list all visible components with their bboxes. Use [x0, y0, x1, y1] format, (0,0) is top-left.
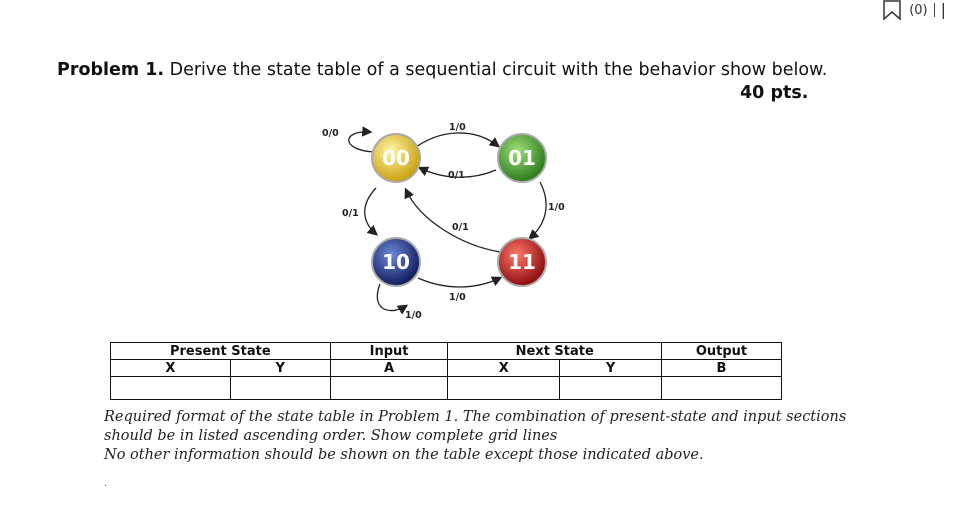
group-present-state: Present State [110, 342, 331, 360]
col-next-y: Y [559, 359, 662, 377]
stray-dot: . [104, 478, 108, 489]
transition-label-00-00: 0/0 [322, 128, 339, 139]
more-icon[interactable]: | [940, 0, 946, 19]
col-output-b: B [660, 359, 783, 377]
note-line: Required format of the state table in Pr… [104, 409, 847, 425]
toolbar-divider [933, 3, 935, 17]
col-next-x: X [447, 359, 561, 377]
svg-text:10: 10 [382, 250, 410, 274]
state-diagram: 0/0 1/0 0/1 1/0 0/1 0/1 1/0 1/0 00 01 10… [322, 122, 565, 321]
col-present-y: Y [229, 359, 331, 377]
transition-00-00 [348, 126, 375, 153]
problem-text: Derive the state table of a sequential c… [169, 60, 828, 80]
transition-00-01 [411, 132, 501, 151]
format-note: Required format of the state table in Pr… [104, 408, 846, 465]
transition-label-10-10: 1/0 [405, 310, 422, 321]
svg-text:00: 00 [382, 146, 410, 170]
problem-statement: Problem 1. Derive the state table of a s… [57, 60, 827, 80]
bookmark-icon[interactable] [881, 0, 903, 21]
table-cell [229, 376, 331, 400]
transition-label-00-01: 1/0 [449, 122, 466, 133]
state-table: Present State Input Next State Output X … [110, 342, 783, 400]
bookmark-count: (0) [909, 2, 928, 18]
transition-11-00 [404, 187, 501, 253]
problem-number: Problem 1. [57, 60, 165, 80]
state-11: 11 [497, 237, 547, 287]
transition-01-00 [417, 166, 497, 178]
table-row [110, 376, 783, 400]
state-00: 00 [371, 133, 421, 183]
note-line: No other information should be shown on … [104, 447, 704, 463]
table-group-header: Present State Input Next State Output [110, 342, 783, 360]
transition-label-10-11: 1/0 [449, 292, 466, 303]
transition-00-10 [364, 187, 378, 236]
svg-text:01: 01 [508, 146, 536, 170]
table-cell [660, 376, 783, 400]
col-present-x: X [110, 359, 231, 377]
transition-label-11-00: 0/1 [452, 222, 469, 233]
group-output: Output [660, 342, 783, 360]
table-column-header: X Y A X Y B [110, 359, 783, 377]
top-toolbar: (0) | [881, 0, 946, 21]
table-cell [559, 376, 662, 400]
transition-label-00-10: 0/1 [342, 208, 359, 219]
table-cell [447, 376, 561, 400]
svg-text:11: 11 [508, 250, 536, 274]
group-next-state: Next State [447, 342, 662, 360]
table-cell [110, 376, 231, 400]
state-01: 01 [497, 133, 547, 183]
state-10: 10 [371, 237, 421, 287]
group-input: Input [329, 342, 449, 360]
transition-label-01-00: 0/1 [448, 170, 465, 181]
transition-10-11 [417, 276, 503, 288]
problem-points: 40 pts. [740, 83, 809, 103]
transition-10-10 [376, 283, 409, 315]
transition-label-01-11: 1/0 [548, 202, 565, 213]
table-cell [329, 376, 449, 400]
transition-01-11 [528, 181, 547, 240]
note-line: should be in listed ascending order. Sho… [104, 428, 558, 444]
col-input-a: A [329, 359, 449, 377]
